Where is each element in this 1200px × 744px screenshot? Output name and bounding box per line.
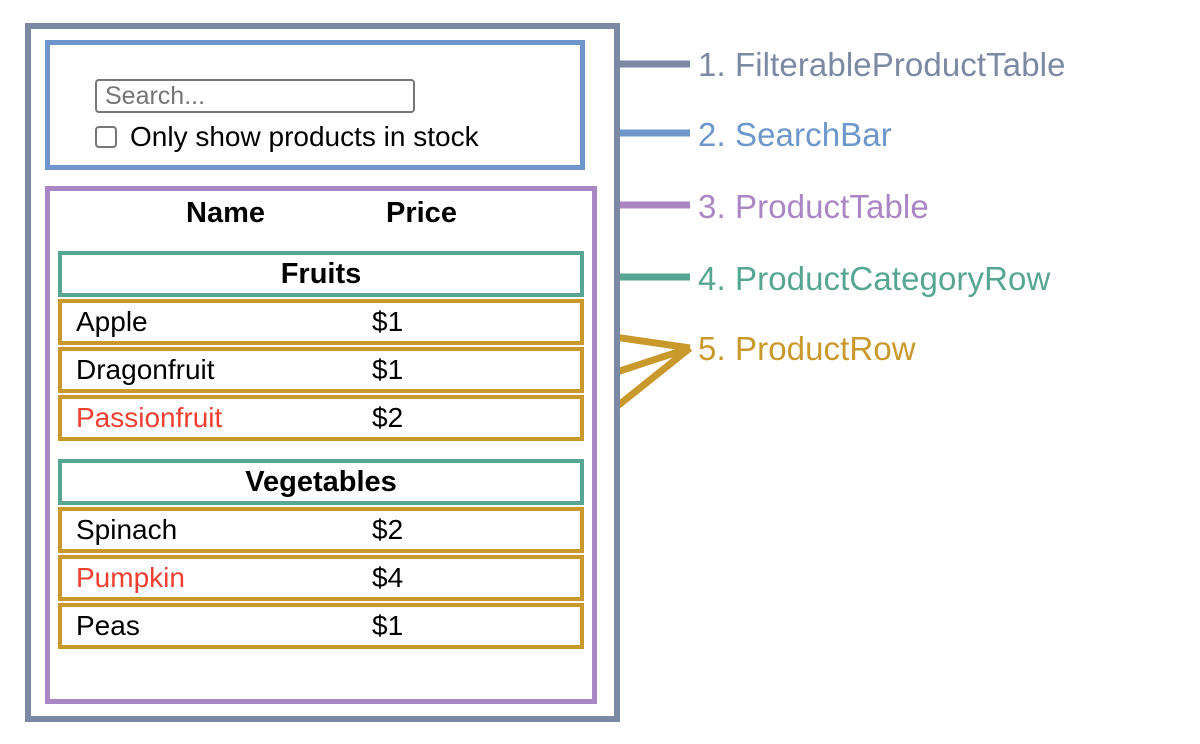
column-header-name: Name (186, 197, 265, 229)
product-price: $2 (372, 402, 404, 433)
product-price: $1 (372, 306, 404, 337)
product-name: Peas (76, 610, 140, 641)
product-price: $2 (372, 514, 404, 545)
in-stock-checkbox-row[interactable]: Only show products in stock (95, 123, 479, 151)
group-spacer (58, 443, 584, 459)
product-category-row: Vegetables (58, 459, 584, 505)
product-category-label: Vegetables (245, 465, 397, 498)
product-name: Spinach (76, 514, 178, 545)
search-input-placeholder: Search... (105, 81, 206, 110)
product-row: Apple $1 (58, 299, 584, 345)
product-name: Passionfruit (76, 402, 223, 433)
product-name: Apple (76, 306, 148, 337)
product-row: Spinach $2 (58, 507, 584, 553)
search-input[interactable]: Search... (95, 79, 415, 113)
product-row: Pumpkin $4 (58, 555, 584, 601)
product-price: $4 (372, 562, 404, 593)
product-row: Passionfruit $2 (58, 395, 584, 441)
legend-item-productrow: 5. ProductRow (698, 330, 916, 367)
product-category-label: Fruits (280, 257, 362, 290)
product-name: Pumpkin (76, 562, 185, 593)
search-bar-box: Search... Only show products in stock (45, 40, 585, 170)
column-header-price: Price (386, 197, 457, 229)
legend-item-searchbar: 2. SearchBar (698, 116, 892, 153)
product-price: $1 (372, 610, 404, 641)
legend-item-producttable: 3. ProductTable (698, 188, 929, 225)
legend-item-productcategoryrow: 4. ProductCategoryRow (698, 260, 1051, 297)
in-stock-checkbox-label: Only show products in stock (130, 121, 479, 152)
legend-item-filterableproducttable: 1. FilterableProductTable (698, 46, 1066, 83)
product-category-row: Fruits (58, 251, 584, 297)
checkbox-icon[interactable] (95, 126, 117, 148)
product-name: Dragonfruit (76, 354, 215, 385)
product-price: $1 (372, 354, 404, 385)
legend: 1. FilterableProductTable 2. SearchBar 3. … (698, 0, 1200, 744)
table-header-row: Name Price (50, 199, 592, 241)
product-row: Peas $1 (58, 603, 584, 649)
product-row: Dragonfruit $1 (58, 347, 584, 393)
